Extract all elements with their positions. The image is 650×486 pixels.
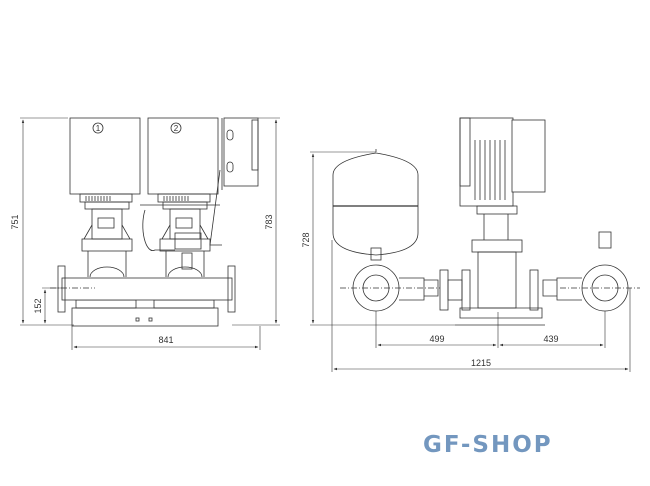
dimension-1215: 1215: [471, 358, 491, 368]
dimension-499: 499: [429, 334, 444, 344]
outlet-valve: [542, 231, 640, 312]
dimension-751: 751: [10, 214, 20, 229]
dimension-439: 439: [543, 334, 558, 344]
side-view-dimensions: [310, 151, 631, 372]
pump-2: [147, 117, 219, 309]
dimension-841: 841: [158, 335, 173, 345]
dimension-783: 783: [264, 214, 274, 229]
side-view: [332, 117, 640, 326]
watermark-logo: GF-SHOP: [423, 432, 553, 458]
front-view-dimensions: [20, 117, 280, 350]
inlet-valve: [340, 264, 440, 312]
pump-label-2: 2: [174, 124, 179, 133]
pump-1: [69, 117, 141, 309]
pump-motor: [439, 117, 546, 326]
front-view: [50, 117, 259, 327]
pressure-tank: [332, 149, 419, 261]
dimension-152: 152: [33, 298, 43, 313]
control-box: [140, 117, 259, 251]
pump-label-1: 1: [96, 124, 101, 133]
dimension-728: 728: [301, 232, 311, 247]
